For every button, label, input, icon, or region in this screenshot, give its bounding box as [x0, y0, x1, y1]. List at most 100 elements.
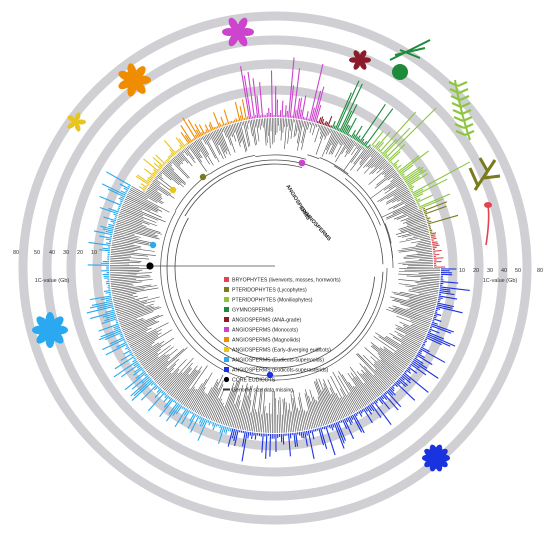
right-tick-label: 10	[459, 268, 465, 274]
genome-size-bar	[434, 317, 437, 318]
genome-size-bar	[357, 412, 358, 414]
clade-node	[200, 174, 206, 180]
tree-branch	[158, 368, 174, 384]
tree-branch	[110, 272, 139, 273]
genome-size-bar	[418, 352, 421, 354]
tree-branch	[418, 251, 433, 253]
tree-branch	[159, 373, 171, 385]
genome-size-bar	[214, 127, 215, 129]
tree-branch	[307, 122, 309, 130]
tree-branch	[306, 412, 310, 430]
genome-size-bar	[224, 427, 226, 433]
tree-branch	[280, 397, 281, 433]
tree-branch	[110, 258, 129, 259]
genome-size-bar	[167, 159, 169, 161]
genome-size-bar	[120, 334, 123, 335]
legend-swatch	[224, 297, 229, 302]
tree-branch	[299, 410, 302, 430]
genome-size-bar	[193, 138, 194, 140]
genome-size-bar	[329, 125, 330, 127]
genome-size-bar	[432, 245, 439, 246]
genome-size-bar	[317, 429, 318, 431]
genome-size-bar	[432, 321, 434, 322]
genome-size-bar	[185, 144, 186, 146]
tree-branch	[164, 358, 193, 390]
legend-label: PTERIDOPHYTES (Lycophytes)	[232, 288, 307, 294]
tree-branch	[318, 124, 319, 126]
tree-branch	[319, 379, 336, 422]
tree-branch	[402, 264, 432, 265]
genome-size-bar	[393, 385, 394, 386]
genome-size-bar	[301, 432, 302, 438]
tree-branch	[297, 408, 301, 431]
rose-icon	[32, 312, 68, 348]
genome-size-bar	[350, 135, 351, 137]
genome-size-bar	[426, 217, 428, 218]
genome-size-bar	[322, 427, 323, 429]
genome-size-bar	[395, 166, 397, 168]
genome-size-bar	[162, 391, 164, 393]
scale-ring	[47, 40, 503, 496]
tree-branch	[266, 118, 268, 143]
tree-branch	[407, 276, 440, 278]
tree-branch	[160, 172, 162, 174]
tree-branch	[377, 162, 389, 173]
tree-branch	[361, 370, 381, 394]
genome-size-bar	[154, 383, 156, 384]
tree-branch	[301, 122, 307, 150]
genome-size-bar	[354, 126, 362, 139]
genome-size-bar	[362, 142, 364, 145]
tree-branch	[344, 145, 362, 170]
tree-branch	[162, 369, 180, 388]
legend-swatch	[224, 357, 229, 362]
genome-size-bar	[392, 386, 395, 389]
legend-item: ANGIOSPERMS (ANA-grade)	[224, 317, 301, 324]
left-axis-unit: 1C-value (Gb)	[35, 278, 70, 284]
genome-size-bar	[338, 128, 339, 131]
genome-size-bar	[360, 410, 362, 413]
right-axis-unit: 1C-value (Gb)	[483, 278, 518, 284]
genome-size-bar	[227, 123, 228, 125]
genome-size-bar	[429, 227, 431, 228]
genome-size-bar	[415, 199, 417, 200]
genome-size-bar	[329, 425, 330, 428]
tree-backbone	[209, 155, 255, 174]
left-tick-label: 20	[77, 250, 83, 256]
silhouette-center	[235, 29, 241, 35]
genome-size-bar	[177, 150, 178, 152]
right-tick-label: 80	[537, 268, 543, 274]
genome-size-bar	[220, 425, 221, 428]
genome-size-bar	[411, 191, 413, 192]
tree-branch	[285, 118, 286, 127]
tree-branch	[122, 207, 143, 215]
tree-branch	[375, 369, 391, 385]
genome-size-bar	[224, 110, 229, 125]
genome-size-bar	[402, 176, 405, 178]
silhouette-center	[358, 58, 362, 62]
left-tick-label: 50	[34, 250, 40, 256]
tree-branch	[347, 395, 356, 412]
genome-size-bar	[242, 99, 246, 119]
genome-size-bar	[206, 130, 208, 133]
genome-size-bar	[128, 186, 130, 187]
tree-branch	[221, 389, 233, 424]
legend-label: Genome size data missing	[232, 388, 293, 394]
tree-branch	[114, 231, 141, 237]
genome-size-bar	[240, 115, 241, 120]
genome-size-bar	[432, 244, 438, 245]
tree-branch	[247, 412, 250, 430]
genome-size-bar	[315, 429, 316, 431]
genome-size-bar	[124, 350, 131, 354]
genome-size-bar	[225, 123, 226, 125]
genome-size-bar	[158, 169, 160, 170]
genome-size-bar	[168, 157, 170, 159]
tree-branch	[322, 390, 334, 422]
genome-size-bar	[255, 433, 256, 440]
genome-size-bar	[433, 250, 442, 251]
genome-size-bar	[295, 110, 296, 118]
genome-size-bar	[303, 117, 304, 120]
genome-size-bar	[317, 121, 318, 123]
genome-size-bar	[116, 322, 118, 323]
tree-branch	[170, 161, 172, 163]
tree-branch	[156, 176, 172, 188]
